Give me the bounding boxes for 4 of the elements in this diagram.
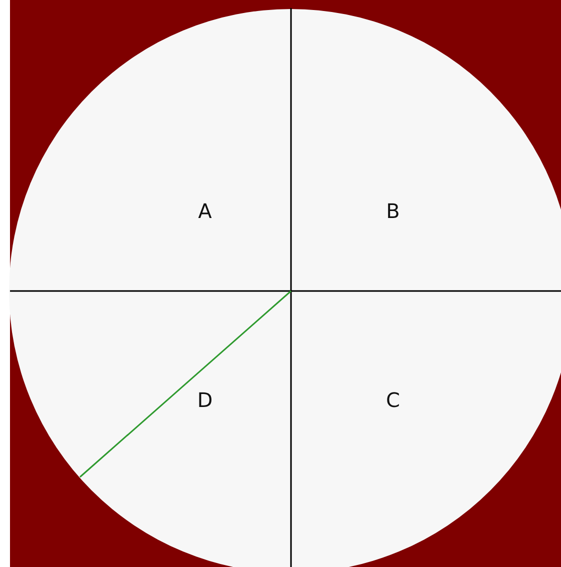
quadrant-label: D xyxy=(197,390,213,410)
quadrant-label: A xyxy=(198,201,212,221)
quadrant-label: C xyxy=(386,390,400,410)
quadrant-label: B xyxy=(386,201,400,221)
